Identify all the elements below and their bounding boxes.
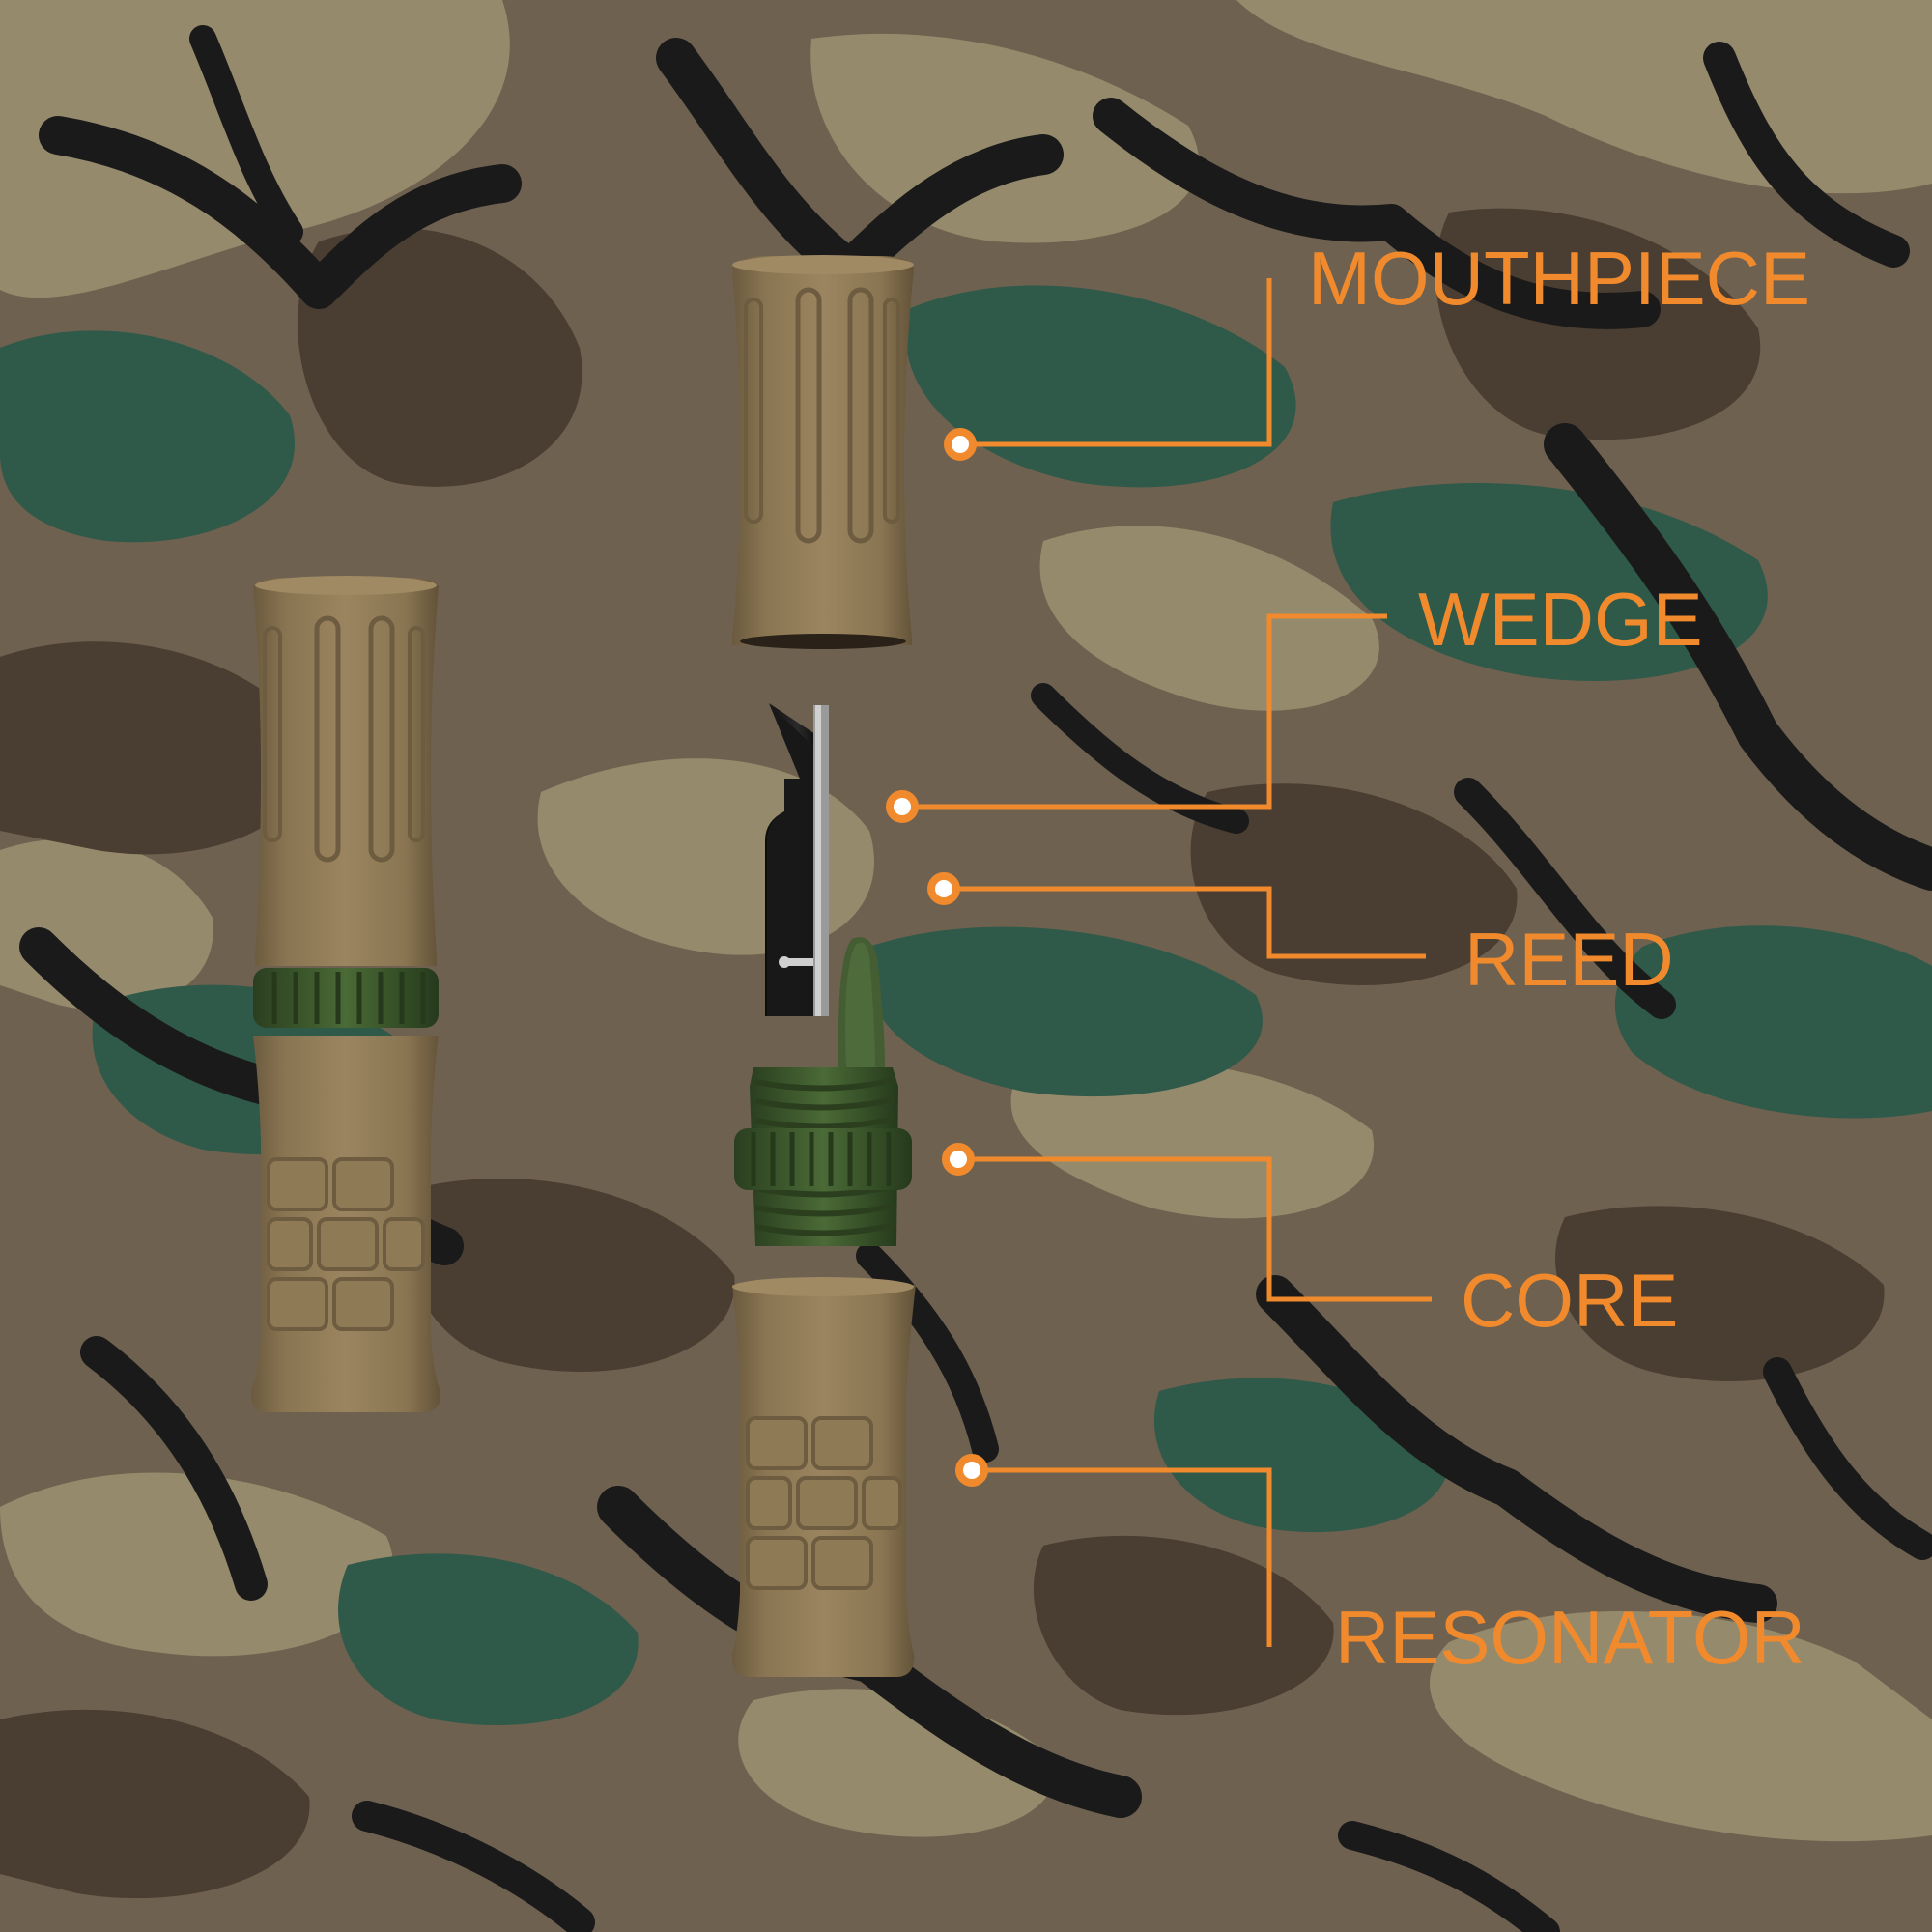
reed-dot xyxy=(927,872,960,905)
reed-part xyxy=(779,705,829,1016)
label-resonator: RESONATOR xyxy=(1335,1595,1805,1680)
assembled-resonator xyxy=(250,1036,441,1412)
label-wedge: WEDGE xyxy=(1418,577,1703,662)
mouthpiece-part xyxy=(732,255,914,649)
label-reed: REED xyxy=(1464,917,1674,1002)
resonator-dot xyxy=(955,1454,988,1487)
core-leader xyxy=(958,1156,1432,1302)
mouthpiece-leader xyxy=(960,278,1272,447)
callout-dots xyxy=(886,428,988,1487)
assembled-mouthpiece xyxy=(253,576,439,966)
reed-leader xyxy=(944,886,1426,959)
resonator-leader xyxy=(972,1467,1272,1647)
resonator-part xyxy=(731,1277,916,1677)
wedge-leader xyxy=(902,613,1387,810)
mouthpiece-dot xyxy=(944,428,977,461)
assembled-call xyxy=(250,576,441,1412)
part-labels: MOUTHPIECE WEDGE REED CORE RESONATOR xyxy=(1308,236,1810,1680)
label-core: CORE xyxy=(1461,1258,1678,1343)
callout-lines xyxy=(902,278,1432,1647)
core-part xyxy=(734,937,912,1246)
label-mouthpiece: MOUTHPIECE xyxy=(1308,236,1810,321)
wedge-part xyxy=(765,703,819,1016)
wedge-dot xyxy=(886,790,919,823)
assembled-core-ring xyxy=(253,968,439,1028)
core-dot xyxy=(942,1143,975,1176)
